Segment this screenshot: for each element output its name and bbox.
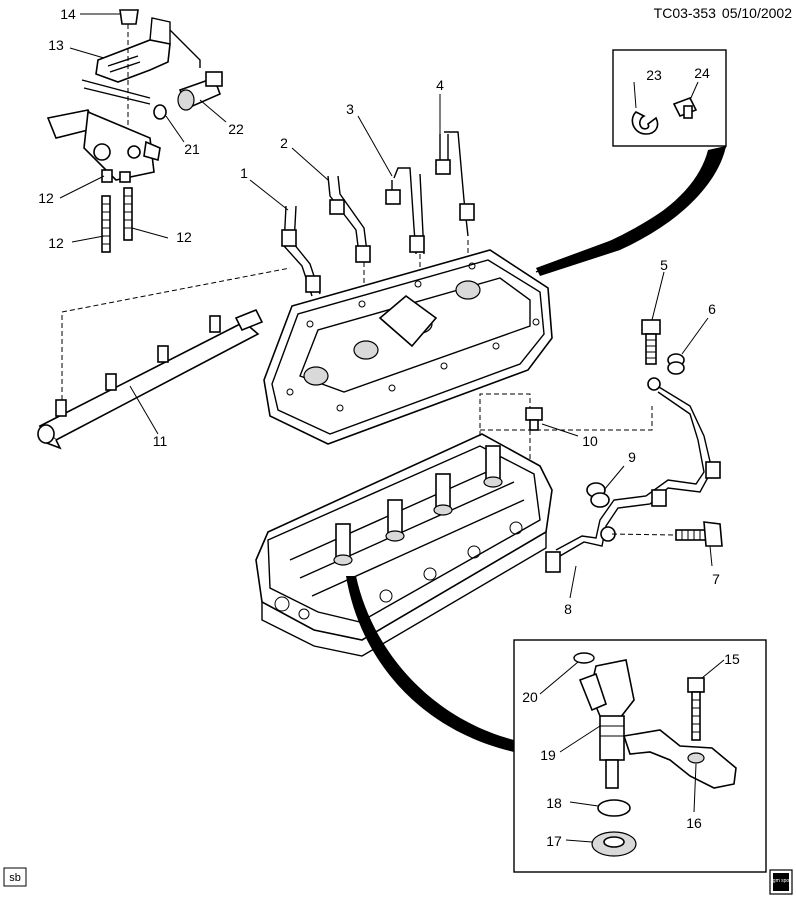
callout-24: 23: [646, 67, 662, 83]
callout-labels: 14 13 12 12 12 21 22 11 1 2 3 4 5 6 10 9…: [38, 6, 740, 849]
svg-text:sb: sb: [9, 872, 21, 884]
callout-25: 24: [694, 65, 710, 81]
cylinder-head: [255, 393, 653, 657]
callout-19: 18: [546, 795, 562, 811]
callout-17: 16: [686, 815, 702, 831]
callout-11: 11: [153, 433, 168, 449]
leader-lines: [59, 13, 725, 843]
callout-6: 6: [708, 301, 716, 317]
plug-10: [525, 407, 543, 431]
gm-spo-logo: gm spo: [769, 869, 793, 895]
injector-20: [578, 659, 635, 789]
pressure-sensor: [153, 71, 223, 120]
callout-21: 20: [522, 689, 538, 705]
injector-bores: [333, 445, 503, 566]
drawing-id: TC03-353: [654, 5, 716, 21]
drawing-date: 05/10/2002: [722, 5, 792, 21]
cover-bolts: [286, 262, 540, 412]
banjo-bolt-5: [641, 319, 661, 365]
logo-text: gm spo: [773, 878, 790, 884]
callout-18: 17: [546, 833, 562, 849]
callout-12-right: 12: [176, 229, 192, 245]
inset-clip-detail: [535, 49, 727, 276]
callout-23: 22: [228, 121, 244, 137]
callout-5: 5: [660, 257, 668, 273]
callout-15: 14: [60, 6, 76, 22]
valve-cover: [263, 249, 553, 445]
drawing-header: TC03-353 05/10/2002: [654, 5, 793, 21]
inset-injector-detail: [346, 576, 767, 873]
washer-6: [667, 353, 685, 375]
o-ring-19: [597, 799, 631, 817]
clamp-17: [622, 729, 737, 789]
banjo-bolt-7: [675, 521, 723, 547]
callout-20: 19: [540, 747, 556, 763]
head-ports: [274, 521, 523, 620]
callout-2: 2: [280, 135, 288, 151]
callout-8: 8: [564, 601, 572, 617]
callout-22: 21: [184, 141, 200, 157]
bolt-16: [687, 677, 705, 741]
studs: [101, 187, 133, 253]
callout-10: 10: [582, 433, 598, 449]
callout-14: 13: [48, 37, 64, 53]
callout-13: 12: [38, 190, 54, 206]
callout-1: 1: [240, 165, 248, 181]
corner-tag: sb: [3, 867, 27, 887]
fuel-rail: [37, 267, 291, 450]
o-ring-21: [573, 652, 595, 664]
gasket-18: [591, 831, 637, 857]
callout-3: 3: [346, 101, 354, 117]
callout-4: 4: [436, 77, 444, 93]
callout-12-left: 12: [48, 235, 64, 251]
callout-16: 15: [724, 651, 740, 667]
fuel-lines: [281, 131, 475, 372]
callout-7: 7: [712, 571, 720, 587]
washer-9: [586, 482, 610, 508]
callout-9: 9: [628, 449, 636, 465]
return-line-assembly: [525, 319, 723, 573]
fuel-pressure-regulator: [46, 109, 161, 183]
bracket-assembly: [81, 9, 201, 140]
